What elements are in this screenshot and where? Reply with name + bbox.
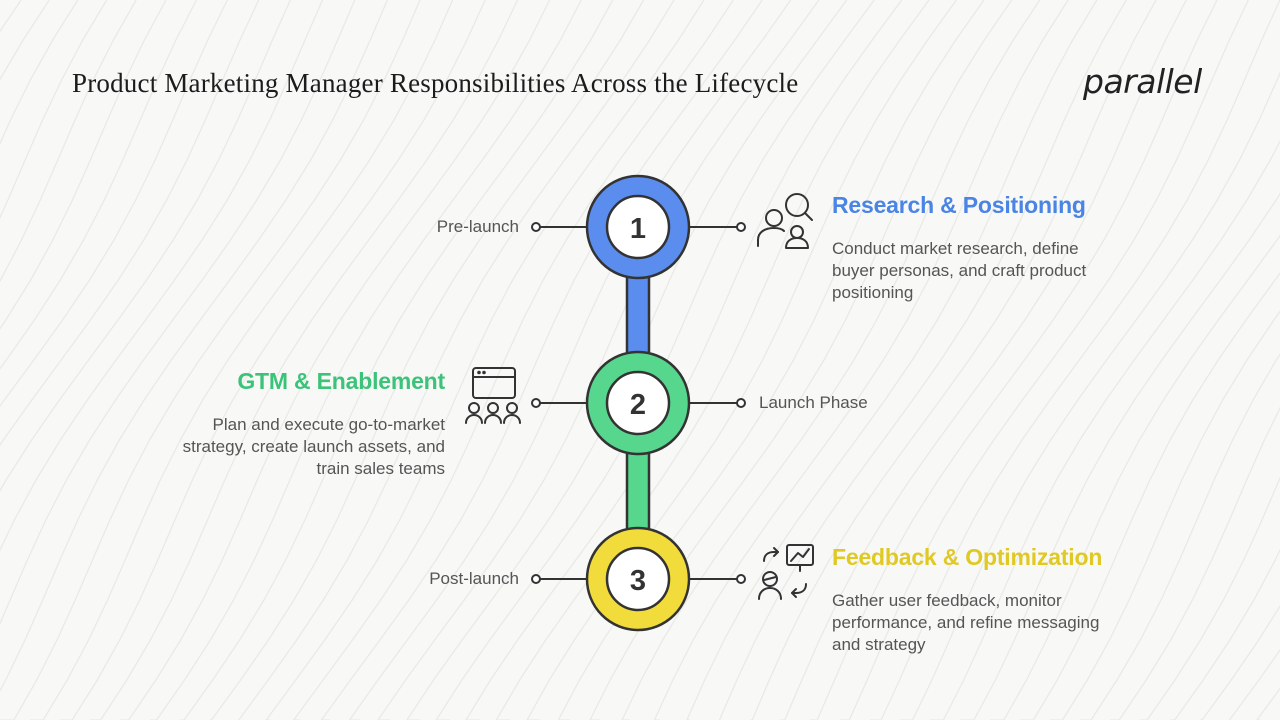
phase-label-pre-launch: Pre-launch [436,217,519,236]
phase-label-post-launch: Post-launch [429,569,519,588]
user-search-icon [757,193,813,249]
stage-1-node: 1 [531,174,746,280]
stage-1-description: Conduct market research, define buyer pe… [832,239,1087,302]
connector-2-3 [625,446,651,538]
stage-3-description: Gather user feedback, monitor performanc… [832,591,1100,654]
stage-1-heading: Research & Positioning [832,192,1086,218]
presentation-audience-icon [465,367,521,424]
stage-2-description: Plan and execute go-to-market strategy, … [182,415,445,478]
phase-label-launch: Launch Phase [759,393,868,412]
stage-2-heading: GTM & Enablement [237,368,445,394]
stage-3-node: 3 [531,526,746,632]
stage-2-number: 2 [630,389,646,421]
page-title: Product Marketing Manager Responsibiliti… [72,68,799,98]
stage-3-number: 3 [630,565,646,597]
brand-logo: parallel [1083,62,1202,101]
connector-1-2 [625,270,651,362]
stage-3-heading: Feedback & Optimization [832,544,1103,570]
feedback-loop-icon [758,544,814,600]
stage-2-node: 2 [531,350,746,456]
stage-1-number: 1 [630,213,646,245]
